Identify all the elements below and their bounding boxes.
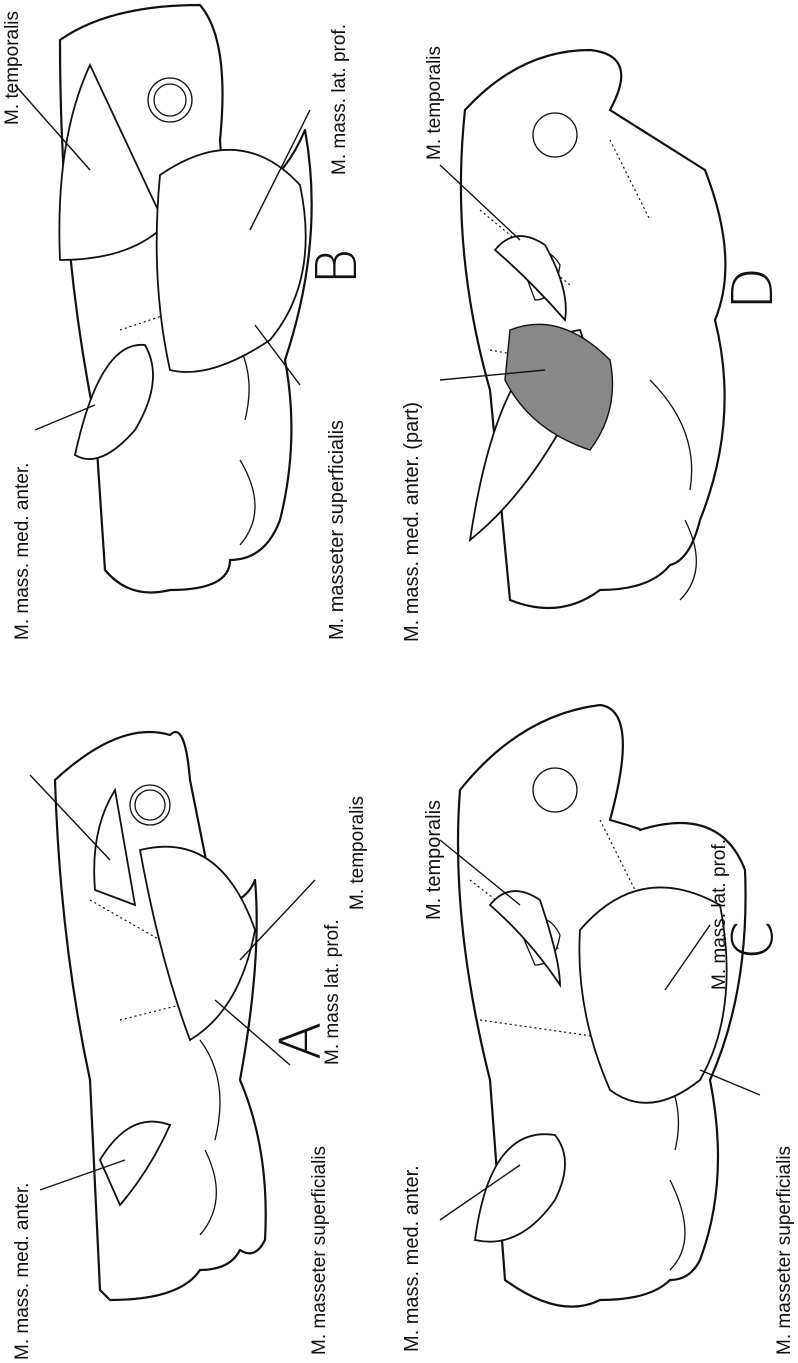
label-temporalis-b: M. temporalis: [2, 11, 23, 125]
label-med-anter-a: M. mass. med. anter.: [12, 1183, 33, 1360]
panel-letter-b: B: [305, 248, 370, 285]
label-superficialis-b: M. masseter superficialis: [326, 420, 348, 640]
panel-d: M. mass. med. anter. (part) M. temporali…: [401, 46, 786, 642]
panel-letter-c: C: [721, 921, 786, 960]
label-med-anter-b: M. mass. med. anter.: [12, 463, 33, 640]
label-temporalis-a: M. temporalis: [347, 796, 368, 910]
label-temporalis-c: M. temporalis: [423, 800, 445, 920]
label-temporalis-d: M. temporalis: [424, 46, 445, 160]
panel-letter-a: A: [269, 1022, 334, 1060]
label-superficialis-a: M. masseter superficialis: [309, 1146, 330, 1355]
panel-c: M. mass. med. anter. M. temporalis M. ma…: [401, 705, 795, 1355]
label-superficialis-c: M. masseter superficialis: [774, 1146, 795, 1355]
panel-letter-d: D: [721, 267, 786, 310]
skull-drawing-d: [461, 50, 726, 608]
label-lat-prof-b: M. mass. lat. prof.: [329, 24, 350, 175]
label-lat-prof-c: M. mass. lat. prof.: [709, 839, 730, 990]
panel-b: M. mass. med. anter. M. temporalis M. ma…: [2, 5, 370, 640]
muscle-lat-prof-c: [579, 887, 726, 1102]
panel-a: M. mass. med. anter. M. temporalis M. ma…: [12, 732, 368, 1360]
label-med-anter-c: M. mass. med. anter.: [401, 1165, 423, 1352]
label-med-anter-part-d: M. mass. med. anter. (part): [401, 402, 423, 642]
